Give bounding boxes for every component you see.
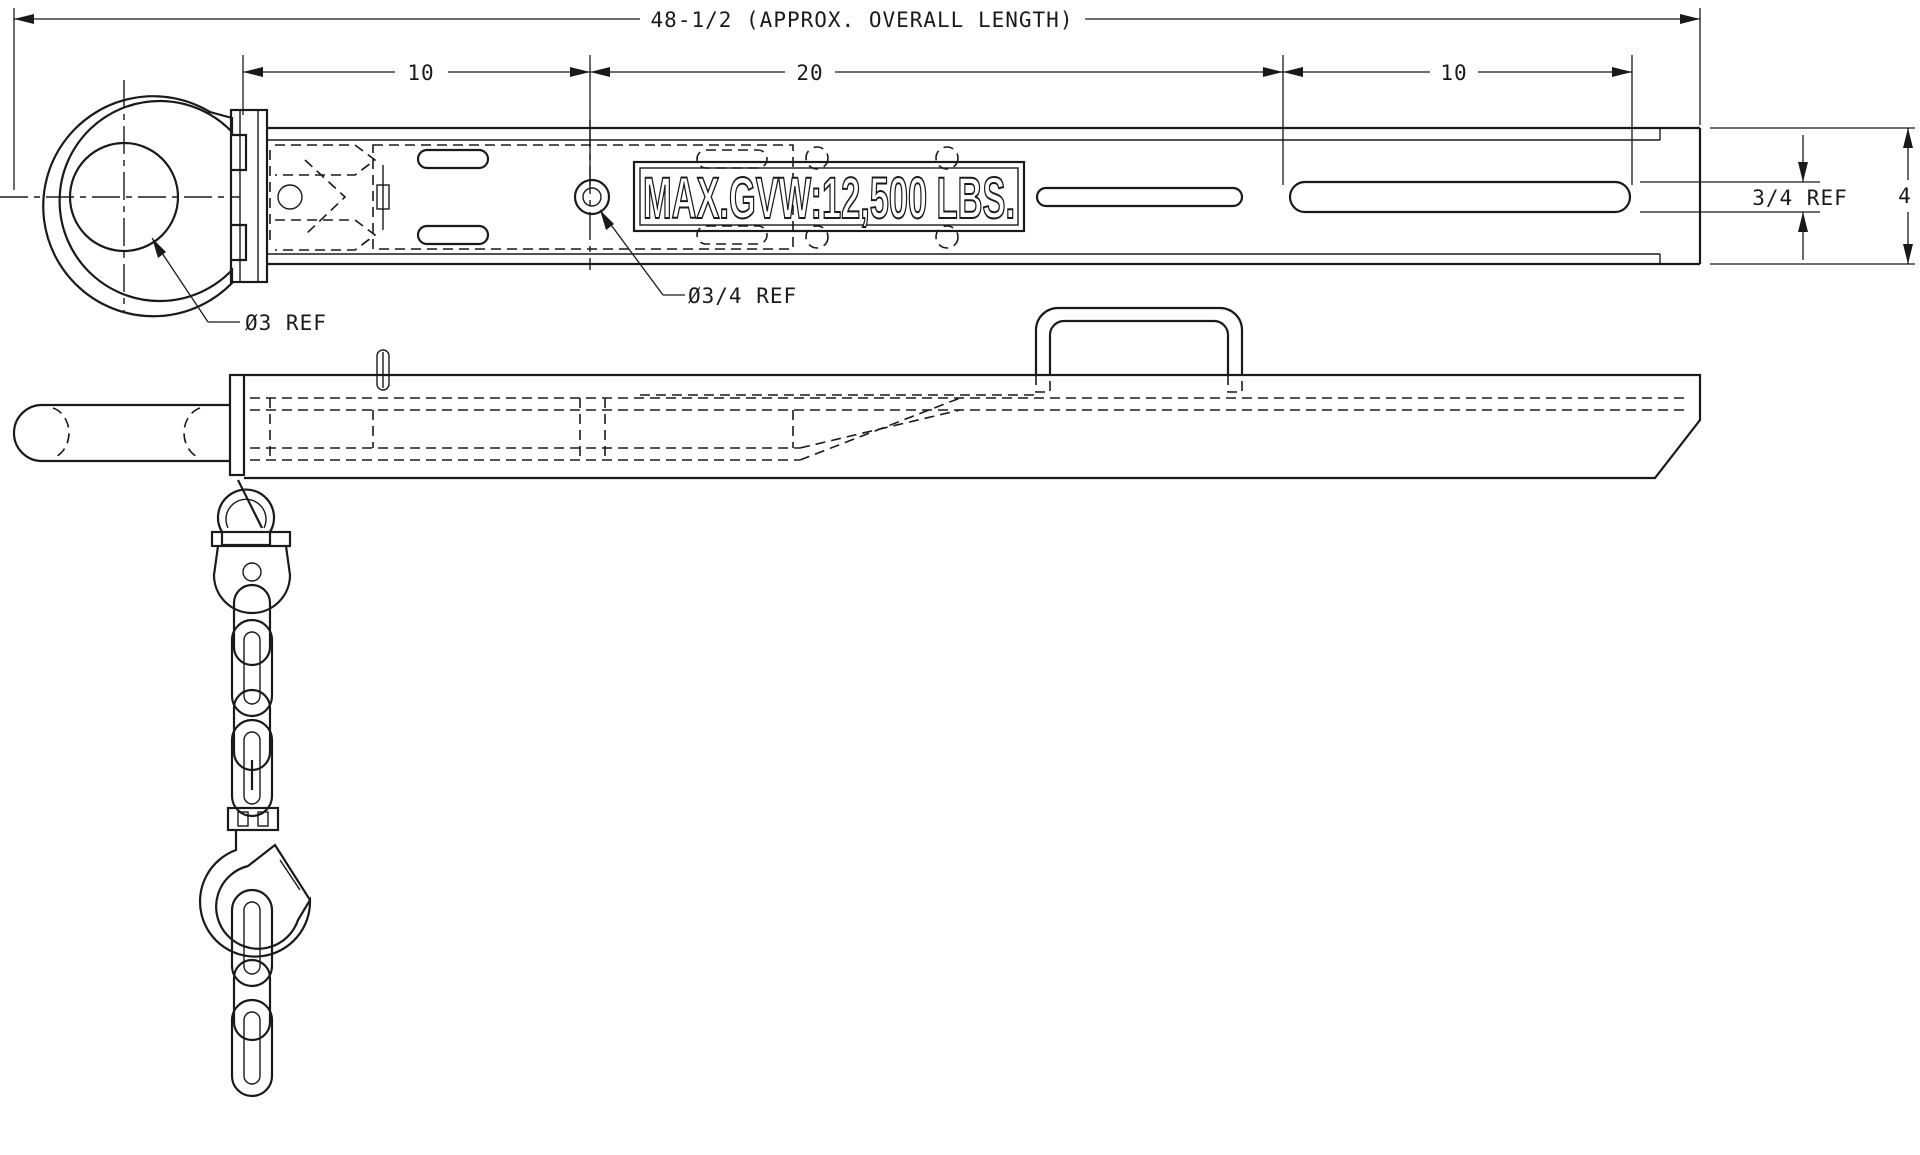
chain-link-2 (230, 618, 274, 718)
chain-link-3 (232, 688, 272, 772)
segment-right-label: 10 (1440, 61, 1467, 85)
carry-handle (1034, 306, 1244, 375)
side-view (12, 306, 1702, 480)
pin-hole-diameter-label: Ø3/4 REF (688, 284, 797, 308)
safety-chain (198, 479, 312, 1098)
overall-length-dimension: 48-1/2 (APPROX. OVERALL LENGTH) (13, 8, 1701, 190)
side-flange (228, 373, 246, 477)
pin-hole-diameter-callout: Ø3/4 REF (599, 209, 797, 308)
overall-length-label: 48-1/2 (APPROX. OVERALL LENGTH) (651, 8, 1074, 32)
lunette-shaft (12, 403, 230, 463)
adjustment-slot-long (1288, 180, 1632, 214)
side-tube-outline (244, 373, 1702, 480)
chain-link-5 (230, 888, 274, 988)
chain-link-1 (232, 583, 272, 667)
hook-clevis (226, 806, 280, 832)
pin-hole (573, 178, 611, 216)
slot-lower-left (416, 224, 490, 246)
slot-upper-left (416, 148, 490, 170)
eye-diameter-callout: Ø3 REF (151, 237, 327, 335)
segment-middle-label: 20 (796, 61, 823, 85)
segment-left-label: 10 (407, 61, 434, 85)
height-label: 4 (1898, 184, 1912, 208)
height-dimensions: 4 3/4 REF (1640, 127, 1915, 265)
chain-link-4 (230, 718, 274, 818)
detent-pin-side (376, 349, 390, 391)
chain-link-7 (230, 998, 274, 1098)
chain-shackle (216, 488, 276, 547)
chain-link-6 (232, 958, 272, 1042)
adjustment-slot-short (1035, 186, 1244, 208)
capacity-plate-text: MAX.GVW:12,500 LBS. (643, 166, 1015, 231)
eye-diameter-label: Ø3 REF (245, 311, 327, 335)
capacity-plate (632, 160, 1026, 233)
segment-dimensions: 10 20 10 (242, 55, 1633, 185)
clevis-hook (198, 830, 312, 958)
top-view: MAX.GVW:12,500 LBS. (0, 80, 1702, 318)
slot-width-label: 3/4 REF (1752, 186, 1848, 210)
